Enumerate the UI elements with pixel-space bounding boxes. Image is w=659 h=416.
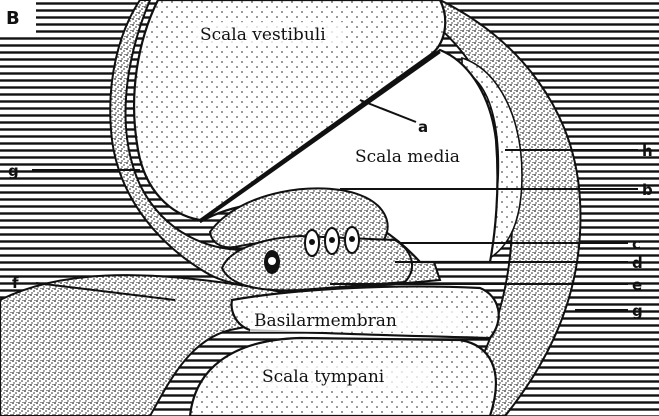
label-e: e [632, 276, 642, 294]
label-b: b [642, 181, 653, 199]
label-f: f [12, 274, 19, 292]
scala-tympani-label: Scala tympani [262, 367, 385, 387]
label-a: a [418, 118, 428, 136]
label-d: d [632, 254, 643, 272]
scala-vestibuli-label: Scala vestibuli [200, 25, 326, 45]
scala-media-label: Scala media [355, 147, 460, 167]
label-h: h [642, 142, 653, 160]
label-c: c [632, 235, 641, 253]
panel-label: B [6, 8, 20, 29]
label-g-right: g [632, 302, 643, 320]
label-g-left: g [8, 162, 19, 180]
basilarmembran-label: Basilarmembran [254, 311, 397, 331]
